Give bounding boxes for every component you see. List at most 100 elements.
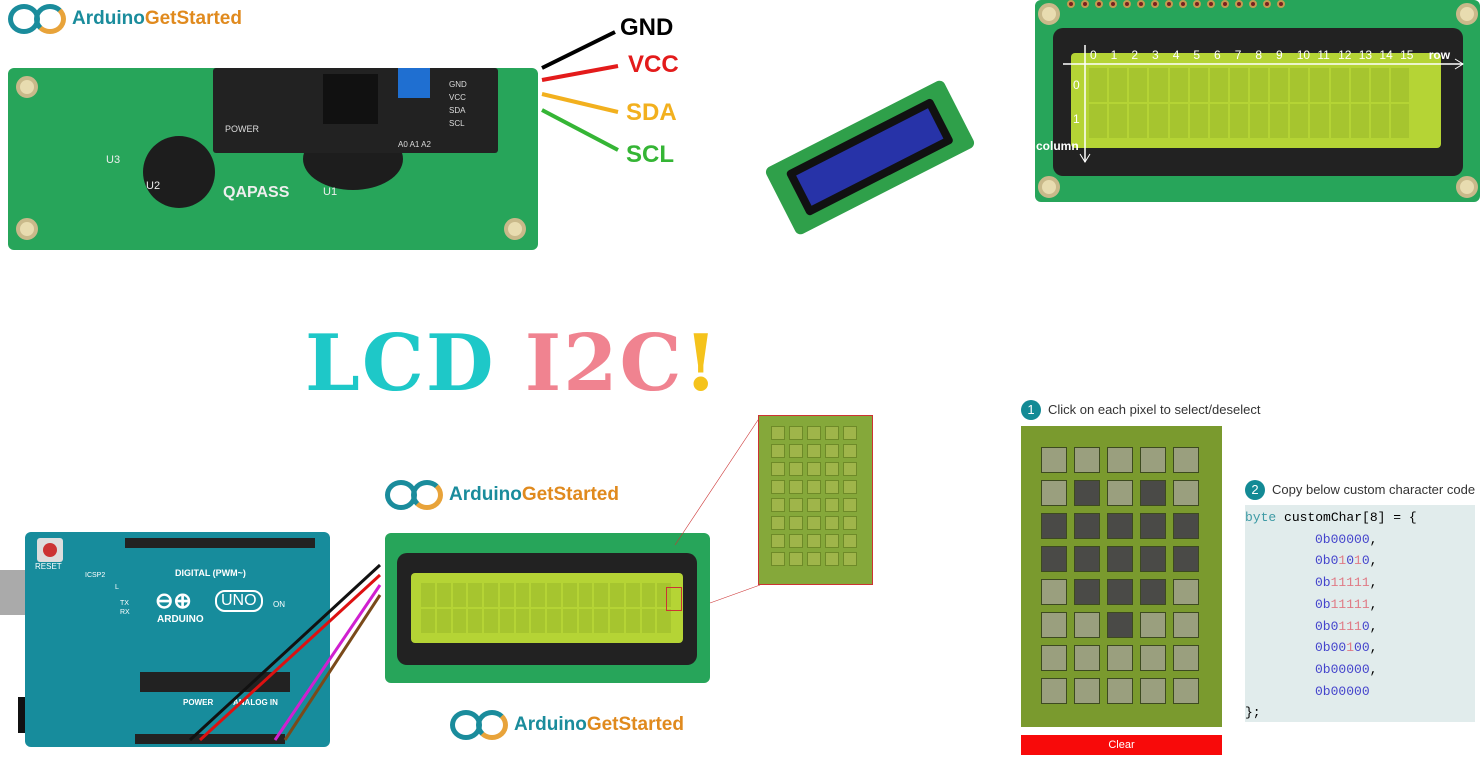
code-sep: , [1369, 661, 1378, 677]
row-index: 0 [1073, 78, 1080, 92]
col-index: 5 [1193, 48, 1201, 62]
pixel-cell[interactable] [1173, 447, 1199, 473]
code-line: 0b11111, [1245, 572, 1475, 594]
pixel-cell[interactable] [1140, 480, 1166, 506]
arduinogetstarted-logo: ArduinoGetStarted [385, 478, 619, 512]
infinity-logo-icon [450, 708, 510, 742]
code-line: 0b01110, [1245, 616, 1475, 638]
step-badge: 2 [1245, 480, 1265, 500]
col-index: 11 [1317, 48, 1330, 62]
pixel-cell[interactable] [1107, 645, 1133, 671]
pixel-cell[interactable] [1173, 579, 1199, 605]
code-line: 0b00100, [1245, 637, 1475, 659]
pixel-cell[interactable] [1041, 480, 1067, 506]
code-bits: 01110 [1330, 618, 1370, 634]
pixel-cell[interactable] [1107, 447, 1133, 473]
code-prefix: 0b [1315, 661, 1331, 677]
pixel-cell[interactable] [1140, 645, 1166, 671]
reset-label: RESET [35, 562, 62, 571]
scl-arrow [541, 108, 619, 152]
code-line: 0b00000, [1245, 659, 1475, 681]
arduino-label: ARDUINO [157, 614, 204, 625]
pixel-cell[interactable] [1107, 612, 1133, 638]
code-text: customChar[8] = { [1276, 510, 1417, 525]
pixel-cell[interactable] [1041, 447, 1067, 473]
clear-button[interactable]: Clear [1021, 735, 1222, 755]
pixel-cell[interactable] [1140, 612, 1166, 638]
pixel-cell[interactable] [1074, 546, 1100, 572]
pixel-cell[interactable] [1041, 513, 1067, 539]
pixel-cell[interactable] [1173, 645, 1199, 671]
logo-text: GetStarted [521, 484, 619, 505]
pixel-cell[interactable] [1074, 579, 1100, 605]
pixel-cell[interactable] [1074, 645, 1100, 671]
silk-label: SDA [449, 106, 466, 115]
lcd-row-column-diagram: for(let i=0;i<16;i++)document.write('<sp… [1035, 0, 1480, 202]
pixel-cell[interactable] [1173, 612, 1199, 638]
gnd-arrow [541, 30, 616, 70]
pixel-cell[interactable] [1041, 579, 1067, 605]
pixel-cell[interactable] [1173, 546, 1199, 572]
pixel-cell[interactable] [1074, 513, 1100, 539]
contrast-potentiometer [398, 68, 430, 98]
infinity-logo-icon [385, 478, 445, 512]
col-index: 13 [1358, 48, 1373, 62]
pixel-cell[interactable] [1173, 480, 1199, 506]
pixel-cell[interactable] [1041, 612, 1067, 638]
col-index: 4 [1172, 48, 1180, 62]
silk-label: POWER [225, 124, 260, 134]
pixel-editor[interactable] [1021, 426, 1222, 727]
pixel-cell[interactable] [1140, 513, 1166, 539]
silk-label: SCL [449, 119, 465, 128]
title-i2c: I2C [524, 318, 684, 409]
pixel-cell[interactable] [1107, 579, 1133, 605]
col-index: 9 [1276, 48, 1283, 62]
pixel-cell[interactable] [1041, 546, 1067, 572]
code-bits: 00000 [1330, 683, 1370, 699]
col-index: 6 [1214, 48, 1221, 62]
pin-arrows [541, 30, 619, 152]
pixel-cell[interactable] [1074, 612, 1100, 638]
pixel-cell[interactable] [1140, 447, 1166, 473]
arduino-uno-board: RESET ICSP2 DIGITAL (PWM~) ⊖⊕ UNO ARDUIN… [25, 532, 330, 747]
code-sep: , [1369, 553, 1378, 569]
pixel-cell[interactable] [1107, 678, 1133, 704]
page-title: LCD I2C! [305, 318, 720, 409]
col-index: 3 [1152, 48, 1159, 62]
silk-label: A0 A1 A2 [398, 140, 431, 149]
col-index: 2 [1131, 48, 1139, 62]
pixel-cell[interactable] [1074, 447, 1100, 473]
code-bits: 00000 [1330, 661, 1370, 677]
pin-label-vcc: VCC [628, 51, 679, 78]
pixel-cell[interactable] [1140, 546, 1166, 572]
code-prefix: 0b [1315, 575, 1331, 591]
pixel-cell[interactable] [1140, 579, 1166, 605]
pixel-cell[interactable] [1173, 678, 1199, 704]
code-prefix: 0b [1315, 531, 1331, 547]
lcd-wiring-display: for(let i=0;i<32;i++)document.write('<di… [385, 533, 710, 683]
code-prefix: 0b [1315, 596, 1331, 612]
pixel-cell[interactable] [1107, 480, 1133, 506]
pixel-cell[interactable] [1140, 678, 1166, 704]
pixel-cell[interactable] [1074, 480, 1100, 506]
title-lcd: LCD [305, 318, 496, 409]
pixel-cell[interactable] [1107, 513, 1133, 539]
step-text: Click on each pixel to select/deselect [1048, 402, 1261, 417]
code-line: 0b00000, [1245, 529, 1475, 551]
code-prefix: 0b [1315, 683, 1331, 699]
i2c-backpack: POWER A0 A1 A2 GND VCC SDA SCL [213, 68, 498, 153]
code-text: }; [1245, 705, 1261, 721]
pixel-cell[interactable] [1107, 546, 1133, 572]
pixel-cell[interactable] [1074, 678, 1100, 704]
tx-label: TX [120, 600, 129, 607]
icsp2-label: ICSP2 [85, 572, 106, 579]
pixel-cell[interactable] [1041, 678, 1067, 704]
row-axis-label: row [1428, 48, 1451, 62]
pixel-cell[interactable] [1041, 645, 1067, 671]
pixel-cell[interactable] [1173, 513, 1199, 539]
col-index: 15 [1400, 48, 1414, 62]
code-sep: , [1369, 596, 1378, 612]
custom-char-code-block[interactable]: byte customChar[8] = {0b00000,0b01010,0b… [1245, 505, 1475, 722]
col-index: 7 [1234, 48, 1242, 62]
